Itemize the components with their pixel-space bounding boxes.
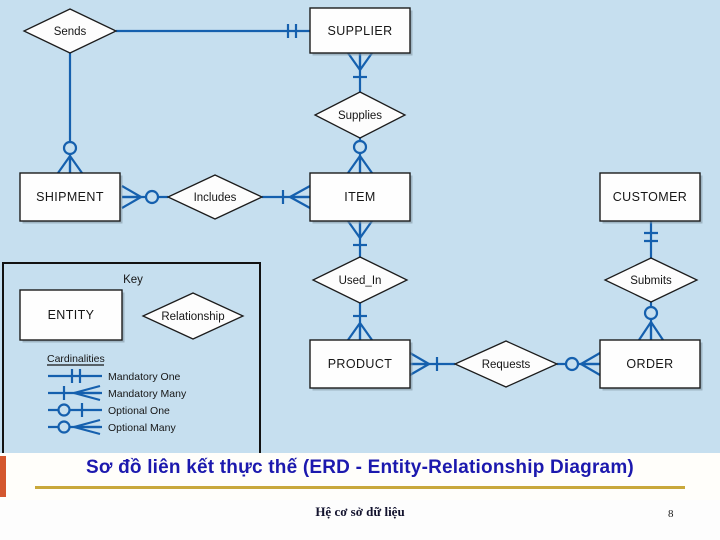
- optional-circle-marker: [643, 305, 659, 321]
- entity-box: [599, 172, 701, 222]
- mandatory-one-marker: [286, 24, 298, 38]
- connector-supplier-supplies: [347, 52, 373, 92]
- crow-foot-marker: [73, 418, 101, 436]
- relationship-diamond: [603, 257, 699, 303]
- key-entity-box: [19, 289, 123, 341]
- relationship-sends-label: Sends: [54, 26, 87, 38]
- crow-foot-marker: [121, 185, 142, 209]
- connector-shipment-includes: [121, 185, 168, 209]
- crow-foot-marker: [638, 321, 664, 341]
- relationship-submits-label: Submits: [630, 275, 672, 287]
- footer-course-name: Hệ cơ sở dữ liệu: [315, 504, 405, 519]
- legend-optional-one-label: Optional One: [108, 405, 170, 417]
- title-band: Sơ đồ liên kết thực thế (ERD - Entity-Re…: [0, 453, 720, 500]
- mandatory-one-marker: [70, 369, 82, 383]
- footer: Hệ cơ sở dữ liệu 8: [0, 500, 720, 540]
- entity-item-label: ITEM: [344, 190, 375, 204]
- legend-mandatory-many-label: Mandatory Many: [108, 388, 187, 400]
- entity-order-label: ORDER: [626, 357, 673, 371]
- page-number: 8: [668, 508, 674, 520]
- relationship-submits: Submits: [603, 257, 699, 303]
- optional-circle-marker: [57, 403, 71, 417]
- entity-shipment: SHIPMENT: [19, 172, 123, 224]
- relationship-usedin: Used_In: [311, 256, 409, 304]
- key-entity-label: ENTITY: [48, 308, 95, 322]
- left-accent-stripe: [0, 456, 6, 497]
- crow-foot-marker: [289, 185, 311, 209]
- entity-supplier: SUPPLIER: [309, 7, 413, 56]
- relationship-supplies: Supplies: [313, 91, 407, 139]
- connector-requests-order: [557, 352, 601, 376]
- crow-foot-marker: [57, 155, 83, 174]
- crow-foot-marker: [347, 220, 373, 239]
- legend-optional-many: [48, 418, 102, 436]
- connector-customer-submits: [644, 221, 658, 258]
- relationship-diamond: [453, 340, 559, 388]
- relationship-requests-label: Requests: [482, 359, 531, 371]
- crow-foot-marker: [347, 322, 373, 341]
- entity-shipment-label: SHIPMENT: [36, 190, 104, 204]
- legend-mandatory-one: [48, 369, 102, 383]
- entity-box: [309, 172, 411, 222]
- optional-circle-marker: [564, 356, 580, 372]
- title-underline: [35, 486, 685, 489]
- crow-foot-marker: [580, 352, 601, 376]
- relationship-includes-label: Includes: [194, 192, 237, 204]
- relationship-diamond: [313, 91, 407, 139]
- optional-circle-marker: [352, 139, 368, 155]
- relationship-diamond: [22, 8, 118, 54]
- legend-mandatory-one-label: Mandatory One: [108, 371, 181, 383]
- connector-usedin-product: [347, 303, 373, 341]
- optional-circle-marker: [144, 189, 160, 205]
- mandatory-one-marker: [644, 231, 658, 243]
- entity-box: [309, 339, 411, 389]
- erd-svg: SUPPLIER SHIPMENT ITEM CUSTOMER PRODUCT: [0, 0, 720, 464]
- erd-diagram: SUPPLIER SHIPMENT ITEM CUSTOMER PRODUCT: [0, 0, 720, 464]
- connector-sends-shipment: [57, 53, 83, 174]
- entity-customer-label: CUSTOMER: [613, 190, 688, 204]
- relationship-usedin-label: Used_In: [339, 275, 382, 287]
- key-section: Key ENTITY Relationship Cardinalities Ma…: [2, 262, 261, 464]
- legend-mandatory-many: [48, 384, 102, 402]
- relationship-includes: Includes: [166, 174, 264, 220]
- entity-box: [599, 339, 701, 389]
- entity-box: [309, 7, 411, 54]
- optional-circle-marker: [57, 420, 71, 434]
- entity-customer: CUSTOMER: [599, 172, 703, 224]
- relationship-diamond: [311, 256, 409, 304]
- legend-optional-one: [48, 403, 102, 417]
- key-title: Key: [123, 274, 143, 286]
- legend-optional-many-label: Optional Many: [108, 422, 176, 434]
- entity-supplier-label: SUPPLIER: [327, 24, 392, 38]
- connector-sends-supplier: [116, 24, 310, 38]
- relationship-diamond: [166, 174, 264, 220]
- relationship-supplies-label: Supplies: [338, 110, 382, 122]
- connector-submits-order: [638, 302, 664, 341]
- slide-title: Sơ đồ liên kết thực thế (ERD - Entity-Re…: [86, 457, 634, 478]
- cardinalities-title: Cardinalities: [47, 353, 105, 365]
- entity-product: PRODUCT: [309, 339, 413, 391]
- entity-order: ORDER: [599, 339, 703, 391]
- connector-product-requests: [409, 352, 455, 376]
- entity-box: [19, 172, 121, 222]
- connector-supplies-item: [347, 138, 373, 174]
- entity-product-label: PRODUCT: [328, 357, 393, 371]
- key-relationship-diamond: [141, 292, 245, 340]
- entity-item: ITEM: [309, 172, 413, 224]
- key-relationship-label: Relationship: [161, 311, 224, 323]
- connector-includes-item: [262, 185, 311, 209]
- relationship-requests: Requests: [453, 340, 559, 388]
- crow-foot-marker: [409, 352, 430, 376]
- crow-foot-marker: [347, 155, 373, 174]
- connector-item-usedin: [347, 220, 373, 257]
- crow-foot-marker: [347, 52, 373, 71]
- crow-foot-marker: [73, 384, 101, 402]
- relationship-sends: Sends: [22, 8, 118, 54]
- optional-circle-marker: [62, 140, 78, 156]
